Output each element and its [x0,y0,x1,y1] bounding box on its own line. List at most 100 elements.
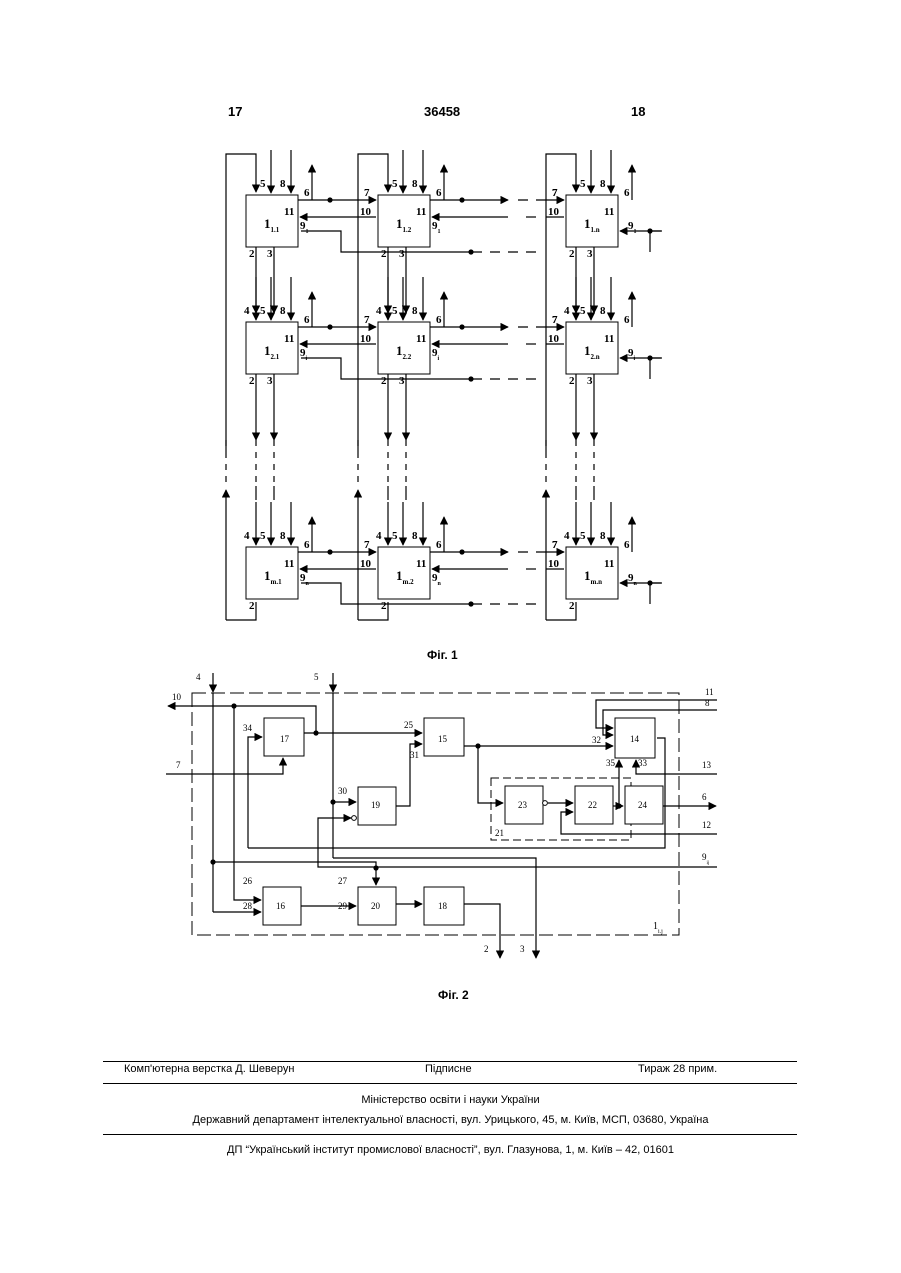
port-label: 10 [548,333,560,345]
port-label: 11 [284,206,294,218]
line-number: 7 [176,760,181,770]
line-number: 13 [702,760,712,770]
port-label: 6 [436,539,442,551]
port-label: 91 [432,220,441,235]
line-number: 27 [338,876,348,886]
port-label: 2 [381,248,387,260]
port-label: 6 [624,314,630,326]
block-number: 16 [276,901,286,911]
port-label: 9i [432,347,440,362]
inverter-circle [543,801,548,806]
line-number: 10 [172,692,182,702]
port-label: 8 [280,178,286,190]
matrix-cell-block [378,195,430,247]
line-number: 32 [592,735,601,745]
port-label: 7 [552,539,558,551]
port-label: 5 [260,178,266,190]
port-label: 91 [628,220,637,235]
port-label: 6 [436,187,442,199]
port-label: 2 [381,600,387,612]
matrix-cell-block [378,322,430,374]
port-label: 2 [249,600,255,612]
line-number: 11 [705,687,714,697]
port-label: 5 [580,178,586,190]
matrix-cell-block [246,195,298,247]
port-label: 5 [392,178,398,190]
line-number: 12 [702,820,711,830]
port-label: 8 [412,530,418,542]
port-label: 4 [244,305,250,317]
line-number: 3 [520,944,525,954]
port-label: 8 [280,530,286,542]
junction-dot [313,730,318,735]
port-label: 9i [300,347,308,362]
line-number: 2 [484,944,489,954]
line-number: 5 [314,672,319,682]
figure-1-caption: Фіг. 1 [427,648,458,662]
footer-ministry: Міністерство освіти і науки України [0,1094,901,1106]
port-label: 11 [416,558,426,570]
port-label: 6 [304,314,310,326]
matrix-cell-block [378,547,430,599]
line-number: 35 [606,758,616,768]
port-label: 3 [399,248,405,260]
matrix-cell-block [246,547,298,599]
port-label: 6 [304,539,310,551]
port-label: 11 [416,206,426,218]
port-label: 5 [392,305,398,317]
port-label: 4 [244,530,250,542]
junction-dot [468,601,473,606]
line-number: 33 [638,758,648,768]
line-number: 6 [702,792,707,802]
line-number: 30 [338,786,348,796]
junction-dot [373,865,378,870]
block-number: 14 [630,734,640,744]
port-label: 4 [564,305,570,317]
line-number: 28 [243,901,253,911]
block-number: 17 [280,734,290,744]
port-label: 3 [267,375,273,387]
port-label: 3 [267,248,273,260]
matrix-cell-block [566,195,618,247]
port-label: 11 [284,558,294,570]
footer-institute: ДП “Український інститут промислової вла… [0,1144,901,1156]
line-number: 4 [196,672,201,682]
junction-dot [459,197,464,202]
block-number: 23 [518,800,528,810]
port-label: 10 [360,333,372,345]
junction-dot [468,249,473,254]
matrix-cell-block [566,547,618,599]
port-label: 6 [436,314,442,326]
port-label: 10 [360,558,372,570]
port-label: 2 [249,248,255,260]
port-label: 5 [580,305,586,317]
footer-rule-middle [103,1083,797,1084]
block-number: 15 [438,734,448,744]
block-number: 18 [438,901,448,911]
port-label: 5 [580,530,586,542]
port-label: 9n [628,572,638,587]
port-label: 2 [569,248,575,260]
figure-1-block-matrix: 11.1586711912311.258671110912311.n586711… [226,150,662,620]
figure-2-caption: Фіг. 2 [438,988,469,1002]
figure-2-cell-schematic: 1i.j171514192123222416201845330102628347… [166,672,717,958]
port-label: 7 [552,314,558,326]
port-label: 10 [360,206,372,218]
junction-dot [468,376,473,381]
port-label: 7 [364,314,370,326]
port-label: 8 [412,178,418,190]
port-label: 11 [604,333,614,345]
port-label: 2 [381,375,387,387]
block-number: 22 [588,800,597,810]
port-label: 11 [604,206,614,218]
port-label: 4 [376,305,382,317]
port-label: 3 [399,375,405,387]
port-label: 8 [600,305,606,317]
footer-typesetting: Комп'ютерна верстка Д. Шеверун [124,1063,294,1075]
port-label: 3 [587,248,593,260]
port-label: 5 [392,530,398,542]
inverter-circle [352,816,357,821]
port-label: 9n [300,572,310,587]
junction-dot [327,197,332,202]
port-label: 4 [376,530,382,542]
